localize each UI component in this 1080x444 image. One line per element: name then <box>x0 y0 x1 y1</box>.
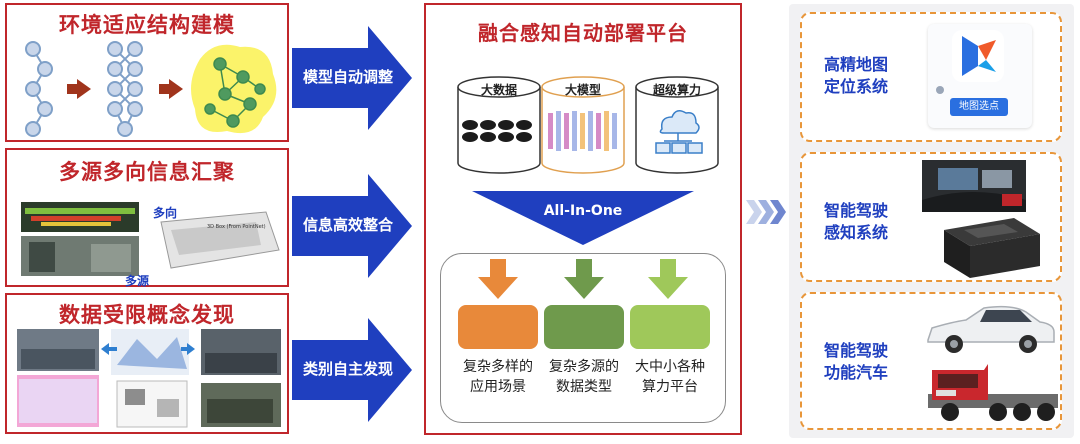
down-arrow-darkgreen <box>564 259 604 299</box>
label-line: 应用场景 <box>470 379 526 395</box>
label-compute-platforms: 大中小各种 算力平台 <box>620 357 720 397</box>
card-title: 高精地图 定位系统 <box>806 54 906 98</box>
label-data-types: 复杂多源的 数据类型 <box>534 357 634 397</box>
chevrons-icon <box>746 200 786 224</box>
panel-concept-discovery: 数据受限概念发现 <box>5 293 289 434</box>
label-line: 算力平台 <box>642 379 698 395</box>
graph-evolution-figure <box>25 41 277 137</box>
panel-title: 多源多向信息汇聚 <box>59 160 235 184</box>
arrow-label-category-discovery: 类别自主发现 <box>302 360 393 378</box>
card-title-line: 智能驾驶 <box>823 201 888 220</box>
map-pick-button[interactable]: 地图选点 <box>950 98 1008 116</box>
block-compute-platforms <box>630 305 710 349</box>
panel-title: 环境适应结构建模 <box>59 13 235 37</box>
panel-multi-source: 多源多向信息汇聚 3D Box (From PointNet) 多向 多源 <box>5 148 289 288</box>
panel-title: 数据受限概念发现 <box>59 303 235 327</box>
card-title-line: 感知系统 <box>823 223 888 242</box>
location-pin-icon <box>936 86 944 94</box>
card-title-line: 定位系统 <box>823 77 888 96</box>
card-title-line: 功能汽车 <box>823 363 888 382</box>
truck-image <box>928 364 1058 421</box>
card-smart-vehicle: 智能驾驶 功能汽车 <box>800 292 1062 430</box>
label-line: 复杂多源的 <box>549 359 619 375</box>
sedan-image <box>927 305 1055 353</box>
arrow-label-info-integrate: 信息高效整合 <box>302 216 393 234</box>
scene-collage-figure <box>17 329 281 428</box>
tag-multi-source: 多源 <box>125 274 150 288</box>
label-line: 大中小各种 <box>635 359 705 375</box>
all-in-one-label: All-In-One <box>543 203 623 219</box>
pointcloud-figure <box>21 202 280 276</box>
label-line: 数据类型 <box>556 379 612 395</box>
block-data-types <box>544 305 624 349</box>
label-line: 复杂多样的 <box>463 359 533 375</box>
card-title: 智能驾驶 感知系统 <box>806 200 906 244</box>
map-logo-icon <box>952 30 1004 82</box>
arrow-label-model-adjust: 模型自动调整 <box>302 68 393 86</box>
card-hd-map: 高精地图 定位系统 地图选点 <box>800 12 1062 142</box>
block-application-scenes <box>458 305 538 349</box>
cylinder-bigmodel <box>541 76 625 174</box>
arrow-shape-2 <box>292 174 412 278</box>
card-title: 智能驾驶 功能汽车 <box>806 340 906 384</box>
arrow-shape-1 <box>292 26 412 130</box>
cylinder-label-compute: 超级算力 <box>652 83 701 97</box>
card-title-line: 高精地图 <box>823 55 888 74</box>
platform-title: 融合感知自动部署平台 <box>478 21 688 45</box>
cylinder-compute <box>635 76 719 174</box>
card-title-line: 智能驾驶 <box>823 341 888 360</box>
cylinder-label-bigmodel: 大模型 <box>564 83 601 97</box>
down-arrow-lightgreen <box>648 259 688 299</box>
deployment-targets-box <box>440 253 726 423</box>
cylinder-bigdata <box>457 76 541 174</box>
label-application-scenes: 复杂多样的 应用场景 <box>448 357 548 397</box>
compute-box-image <box>944 218 1040 278</box>
card-perception-system: 智能驾驶 感知系统 <box>800 152 1062 282</box>
car-dashboard-image <box>922 160 1026 212</box>
tag-multi-direction: 多向 <box>153 206 178 220</box>
cylinder-label-bigdata: 大数据 <box>480 83 517 97</box>
down-arrow-orange <box>478 259 518 299</box>
arrow-shape-3 <box>292 318 412 422</box>
panel-fusion-platform: 融合感知自动部署平台 大数据 大模型 超级算力 All-In-One <box>424 3 742 435</box>
panel-structure-modeling: 环境适应结构建模 <box>5 3 289 142</box>
scan-caption: 3D Box (From PointNet) <box>207 224 266 230</box>
all-in-one-arrow <box>472 191 694 245</box>
